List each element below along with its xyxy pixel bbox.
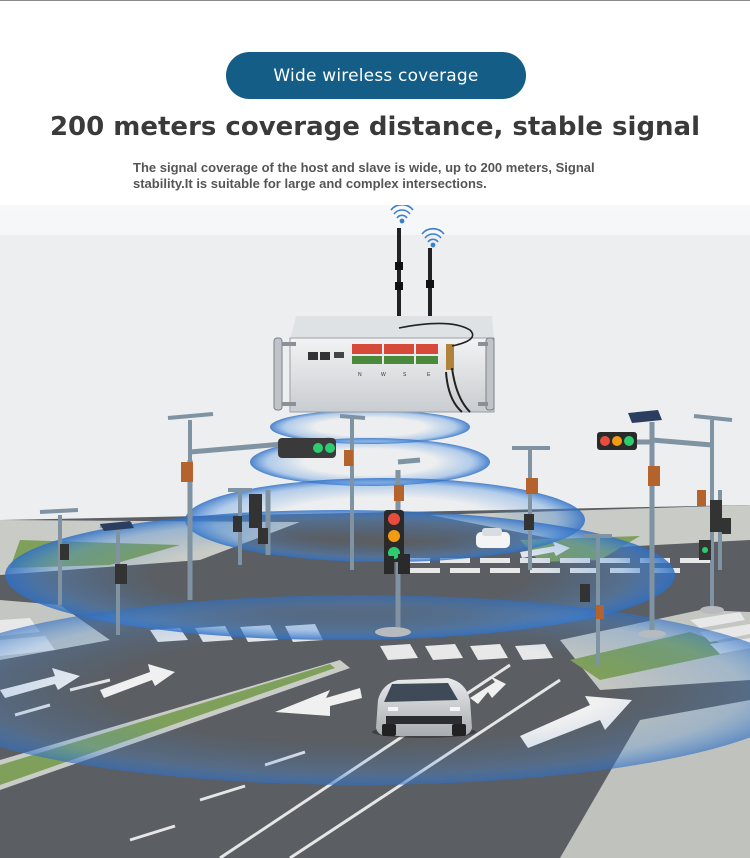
- traffic-light-icon-left: [278, 438, 336, 458]
- description-line-1: The signal coverage of the host and slav…: [133, 160, 595, 175]
- port-label-w: W: [381, 372, 386, 378]
- solar-panels: [100, 410, 662, 531]
- traffic-light-icon-center: [384, 510, 410, 574]
- signal-coverage: [0, 410, 750, 785]
- top-divider: [0, 0, 750, 1]
- page-title: 200 meters coverage distance, stable sig…: [49, 112, 701, 142]
- description: The signal coverage of the host and slav…: [133, 160, 633, 192]
- signal-ring-5: [0, 595, 750, 785]
- feature-badge-label: Wide wireless coverage: [273, 65, 479, 86]
- controller-device: N W S E: [273, 205, 495, 413]
- wifi-signal-icon-2: [421, 227, 445, 248]
- description-line-2: stability.It is suitable for large and c…: [133, 176, 487, 191]
- signal-ring-1: [270, 410, 470, 444]
- wifi-signal-icon: [390, 205, 414, 224]
- traffic-light-icon-small: [60, 450, 731, 619]
- intersection-scene: N W S E: [0, 205, 750, 858]
- car-icon: [372, 678, 476, 738]
- traffic-light-icon-right: [597, 432, 637, 450]
- pole-bases: [375, 606, 724, 638]
- car-icon-distant: [476, 528, 510, 548]
- port-label-n: N: [358, 372, 362, 378]
- port-label-e: E: [427, 372, 431, 378]
- feature-badge: Wide wireless coverage: [226, 52, 526, 99]
- port-label-s: S: [403, 372, 407, 378]
